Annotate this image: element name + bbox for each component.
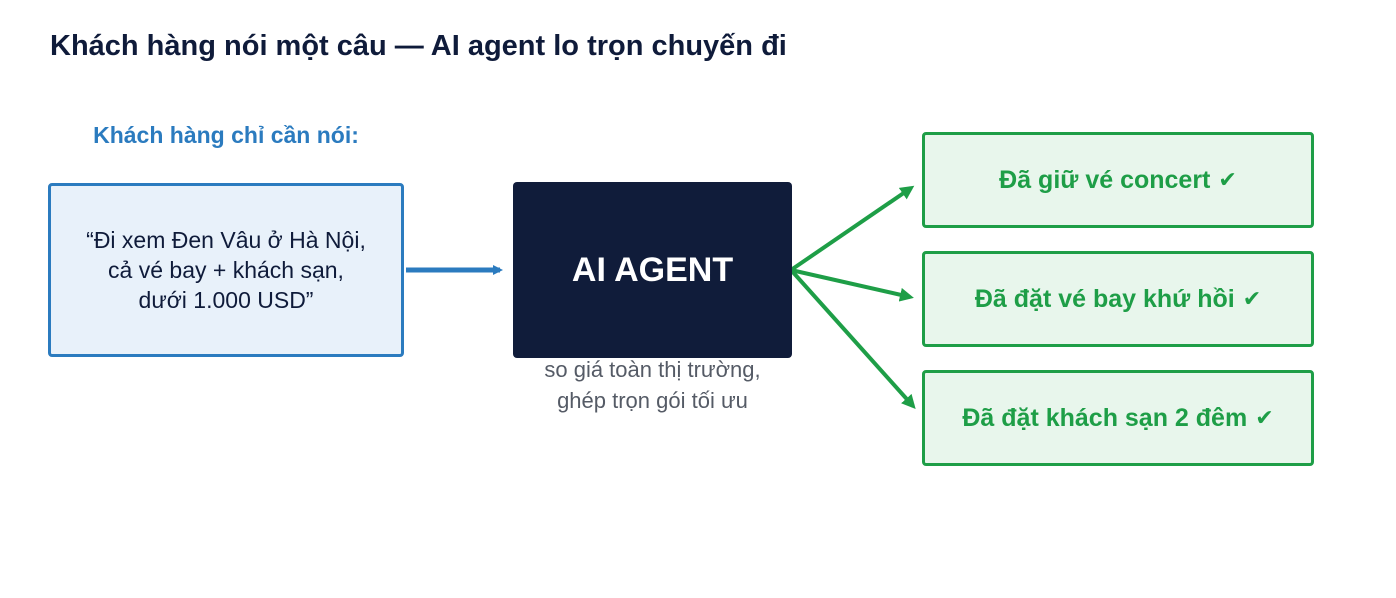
- arrow-agent-to-flight: [790, 268, 914, 302]
- check-icon: ✔: [1242, 286, 1262, 311]
- check-icon: ✔: [1218, 167, 1237, 192]
- ai-agent-box: AI AGENT: [513, 182, 792, 358]
- ai-agent-title: AI AGENT: [571, 250, 734, 289]
- arrow-agent-to-hotel: [789, 268, 916, 409]
- page-title: Khách hàng nói một câu — AI agent lo trọ…: [50, 30, 787, 62]
- result-hotel-label: Đã đặt khách sạn 2 đêm: [962, 403, 1248, 432]
- input-label: Khách hàng chỉ cần nói:: [93, 122, 359, 148]
- customer-request-text: “Đi xem Đen Vâu ở Hà Nội, cả vé bay + kh…: [76, 225, 376, 315]
- result-concert-box: Đã giữ vé concert ✔: [922, 132, 1314, 228]
- customer-request-line: cả vé bay + khách sạn,: [108, 257, 344, 283]
- ai-agent-caption: so giá toàn thị trường, ghép trọn gói tố…: [500, 354, 805, 416]
- customer-request-line: dưới 1.000 USD”: [138, 287, 314, 313]
- result-concert-label: Đã giữ vé concert: [999, 165, 1211, 194]
- customer-request-box: “Đi xem Đen Vâu ở Hà Nội, cả vé bay + kh…: [48, 183, 404, 357]
- ai-agent-caption-line: so giá toàn thị trường,: [544, 357, 761, 382]
- result-flight-label: Đã đặt vé bay khứ hồi: [974, 284, 1235, 313]
- arrow-agent-to-concert: [789, 185, 915, 272]
- ai-agent-caption-line: ghép trọn gói tối ưu: [557, 388, 748, 413]
- check-icon: ✔: [1255, 405, 1274, 430]
- customer-request-line: “Đi xem Đen Vâu ở Hà Nội,: [86, 227, 366, 253]
- result-hotel-box: Đã đặt khách sạn 2 đêm ✔: [922, 370, 1314, 466]
- result-flight-box: Đã đặt vé bay khứ hồi ✔: [922, 251, 1314, 347]
